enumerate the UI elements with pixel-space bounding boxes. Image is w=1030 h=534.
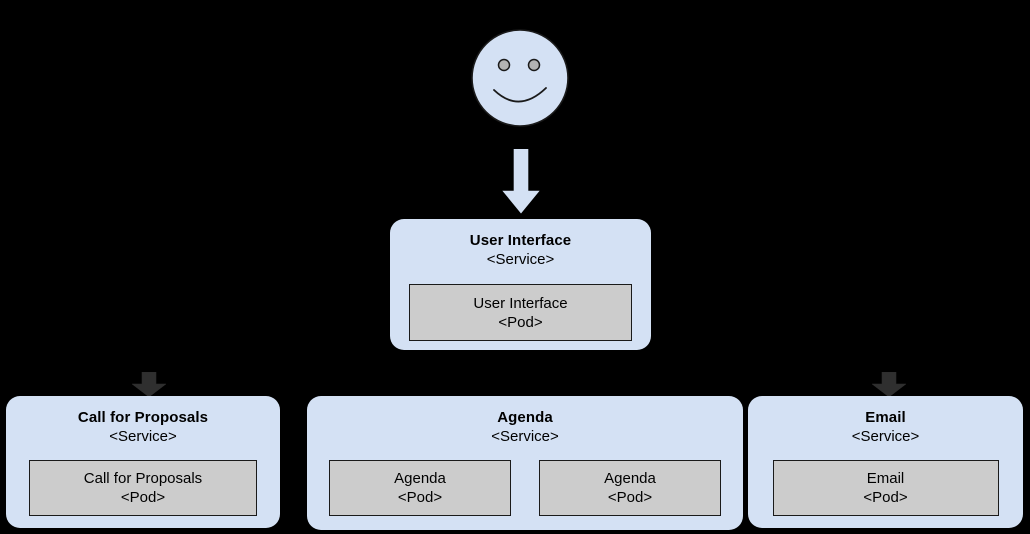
service-title: Email — [865, 409, 906, 426]
pod-group: Agenda <Pod> Agenda <Pod> — [307, 460, 743, 516]
service-kind-label: <Service> — [109, 428, 177, 445]
pod-title: User Interface — [473, 294, 568, 312]
pod[interactable]: Email <Pod> — [772, 460, 999, 516]
service-kind-label: <Service> — [491, 428, 559, 445]
pod[interactable]: Call for Proposals <Pod> — [29, 460, 257, 516]
service-agenda[interactable]: Agenda <Service> Agenda <Pod> Agenda <Po… — [307, 396, 743, 530]
pod[interactable]: Agenda <Pod> — [329, 460, 511, 516]
arrow-user-interface-to-call-for-proposals — [131, 372, 167, 398]
pod-kind-label: <Pod> — [498, 313, 543, 331]
pod-kind-label: <Pod> — [863, 489, 908, 506]
service-kind-label: <Service> — [851, 428, 920, 445]
service-title: Call for Proposals — [77, 409, 209, 426]
pod-group: Call for Proposals <Pod> — [6, 460, 280, 516]
pod-title: Email — [866, 470, 905, 487]
service-title: Agenda — [497, 409, 553, 426]
pod[interactable]: Agenda <Pod> — [539, 460, 721, 516]
service-email[interactable]: Email <Service> Email <Pod> — [748, 396, 1023, 528]
pod-kind-label: <Pod> — [397, 489, 443, 506]
pod-kind-label: <Pod> — [120, 489, 166, 506]
service-user-interface[interactable]: User Interface <Service> User Interface … — [390, 219, 651, 350]
arrow-user-to-user-interface — [502, 149, 540, 214]
service-title: User Interface — [469, 232, 572, 249]
service-call-for-proposals[interactable]: Call for Proposals <Service> Call for Pr… — [6, 396, 280, 528]
user-actor — [470, 28, 570, 128]
pod-title: Call for Proposals — [83, 470, 203, 487]
pod-kind-label: <Pod> — [607, 489, 653, 506]
smiley-face-icon — [470, 28, 570, 128]
pod-title: Agenda — [604, 470, 656, 487]
pod-group: User Interface <Pod> — [390, 284, 651, 341]
service-kind-label: <Service> — [486, 251, 555, 268]
pod-title: Agenda — [394, 470, 446, 487]
pod[interactable]: User Interface <Pod> — [409, 284, 632, 341]
arrow-user-interface-to-email — [871, 372, 907, 398]
pod-group: Email <Pod> — [748, 460, 1023, 516]
